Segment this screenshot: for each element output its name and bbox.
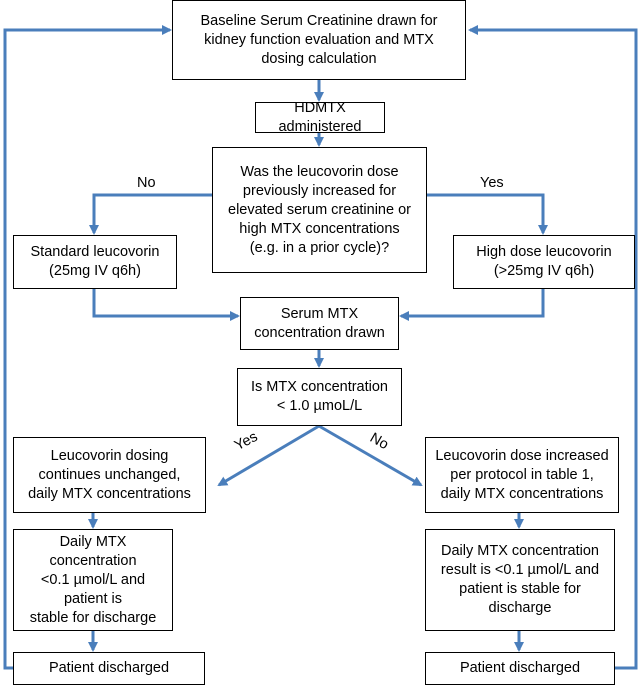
patient-discharged-right-box: Patient discharged [425,652,615,685]
daily-mtx-right-text: Daily MTX concentration result is <0.1 µ… [440,543,600,616]
patient-discharged-left-text: Patient discharged [48,660,170,676]
hdmtx-administered-box: HDMTX administered [255,100,385,135]
arrow-is-mtx-yes [217,424,320,487]
daily-mtx-left-box: Daily MTX concentration <0.1 µmol/L and … [13,529,173,631]
arrow-standard-to-serum [92,289,240,321]
baseline-creatinine-text: Baseline Serum Creatinine drawn for kidn… [200,12,438,67]
serum-mtx-drawn-box: Serum MTX concentration drawn [240,297,399,350]
yes-label-top: Yes [480,175,504,191]
hdmtx-administered-text: HDMTX administered [278,99,362,135]
daily-mtx-right-box: Daily MTX concentration result is <0.1 µ… [425,529,615,631]
baseline-creatinine-box: Baseline Serum Creatinine drawn for kidn… [172,0,466,80]
leucovorin-question-box: Was the leucovorin dose previously incre… [212,147,427,273]
leucovorin-question-text: Was the leucovorin dose previously incre… [228,163,411,256]
arrow-highdose-to-serum [399,289,545,321]
loop-right-to-baseline [468,25,638,670]
is-mtx-concentration-text: Is MTX concentration < 1.0 µmoL/L [251,379,388,414]
leucovorin-increased-box: Leucovorin dose increased per protocol i… [425,437,619,513]
no-label-top: No [137,175,156,191]
standard-leucovorin-box: Standard leucovorin (25mg IV q6h) [13,235,177,289]
arrow-question-to-standard [89,193,212,235]
is-mtx-concentration-box: Is MTX concentration < 1.0 µmoL/L [237,368,402,426]
serum-mtx-drawn-text: Serum MTX concentration drawn [254,305,385,341]
high-dose-leucovorin-box: High dose leucovorin (>25mg IV q6h) [453,235,635,289]
leucovorin-unchanged-box: Leucovorin dosing continues unchanged, d… [13,437,206,513]
arrow-is-mtx-no [318,424,423,487]
daily-mtx-left-text: Daily MTX concentration <0.1 µmol/L and … [29,533,157,626]
high-dose-leucovorin-text: High dose leucovorin (>25mg IV q6h) [476,244,612,279]
leucovorin-unchanged-text: Leucovorin dosing continues unchanged, d… [28,447,191,502]
leucovorin-increased-text: Leucovorin dose increased per protocol i… [435,447,609,502]
standard-leucovorin-text: Standard leucovorin (25mg IV q6h) [30,244,160,279]
patient-discharged-right-text: Patient discharged [459,660,581,676]
patient-discharged-left-box: Patient discharged [13,652,205,685]
arrow-question-to-highdose [427,193,548,235]
